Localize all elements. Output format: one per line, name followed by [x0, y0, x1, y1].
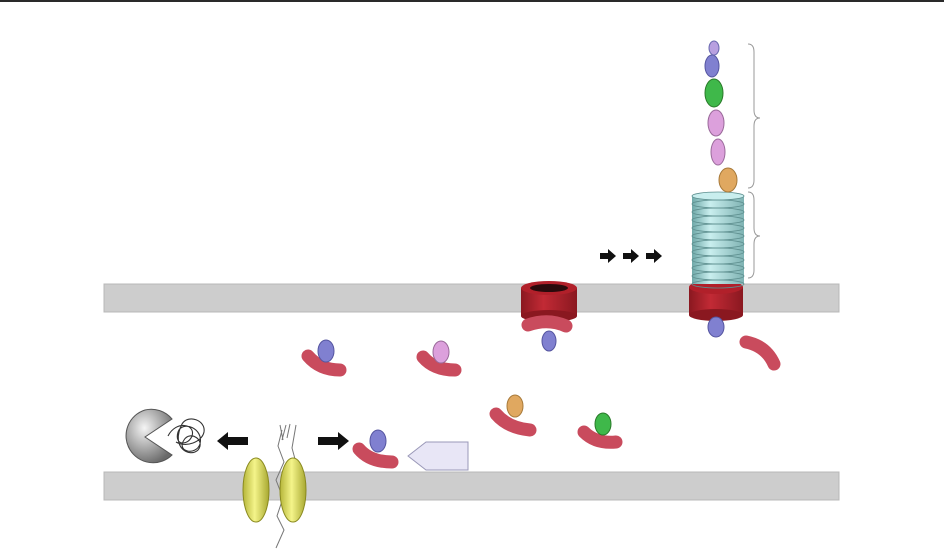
chaperone-icon [746, 342, 774, 364]
needle-filament [692, 192, 744, 288]
chaperone-effector-complex [528, 322, 566, 351]
translocated-effector-chain [705, 41, 737, 192]
degradation-protease [126, 409, 172, 463]
chaperone-effector-complex [308, 340, 340, 370]
inner-membrane [104, 472, 839, 500]
effector-blue-icon [708, 317, 724, 337]
process-arrows [600, 249, 662, 263]
brace [748, 44, 760, 278]
chaperone-effector-complex [359, 430, 392, 462]
signal-box [408, 442, 468, 470]
chaperone-effector-complex [423, 341, 455, 370]
arrow-right-icon [318, 432, 349, 450]
unfolded-protein [168, 419, 204, 453]
needle-ring [692, 192, 744, 200]
chaperone-effector-complex [496, 395, 530, 430]
arrow-left-icon [217, 432, 248, 450]
chaperone-effector-complex [584, 413, 616, 442]
